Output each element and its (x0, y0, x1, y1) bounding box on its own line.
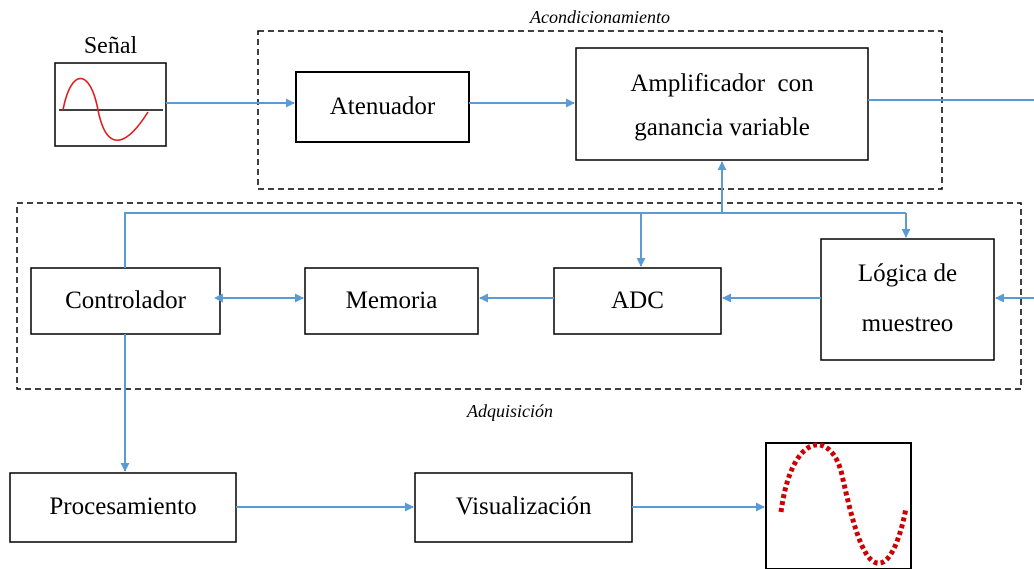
controller-block (30, 267, 221, 335)
control-bus (124, 212, 906, 268)
adc-label: ADC (611, 287, 664, 314)
acquisition-group-title: Adquisición (467, 401, 553, 421)
attenuator-label: Atenuador (329, 93, 436, 120)
memory-label: Memoria (345, 287, 438, 314)
memory-block (304, 267, 479, 335)
controller-label: Controlador (65, 287, 186, 314)
sampling-label-line1: Lógica de (857, 260, 958, 287)
output-display-box (765, 442, 912, 569)
conditioning-group-title: Acondicionamiento (530, 7, 670, 27)
conditioning-group-frame (257, 30, 943, 190)
signal-label: Señal (83, 33, 138, 59)
input-signal-box (54, 62, 167, 147)
amplifier-label-line1: Amplificador con (630, 70, 814, 97)
attenuator-block (295, 71, 470, 143)
connectors (120, 98, 1034, 512)
display-block (414, 472, 633, 543)
sampling-logic-block (820, 238, 995, 361)
display-label: Visualización (455, 493, 592, 520)
amplifier-label-line2: ganancia variable (634, 114, 810, 141)
amplifier-block (575, 47, 869, 161)
adc-block (553, 267, 722, 335)
processing-label: Procesamiento (49, 493, 197, 520)
sampled-sine-icon (778, 442, 909, 566)
sampling-label-line2: muestreo (861, 310, 954, 337)
sine-wave-icon (62, 77, 149, 141)
acquisition-group-frame (16, 202, 1022, 390)
